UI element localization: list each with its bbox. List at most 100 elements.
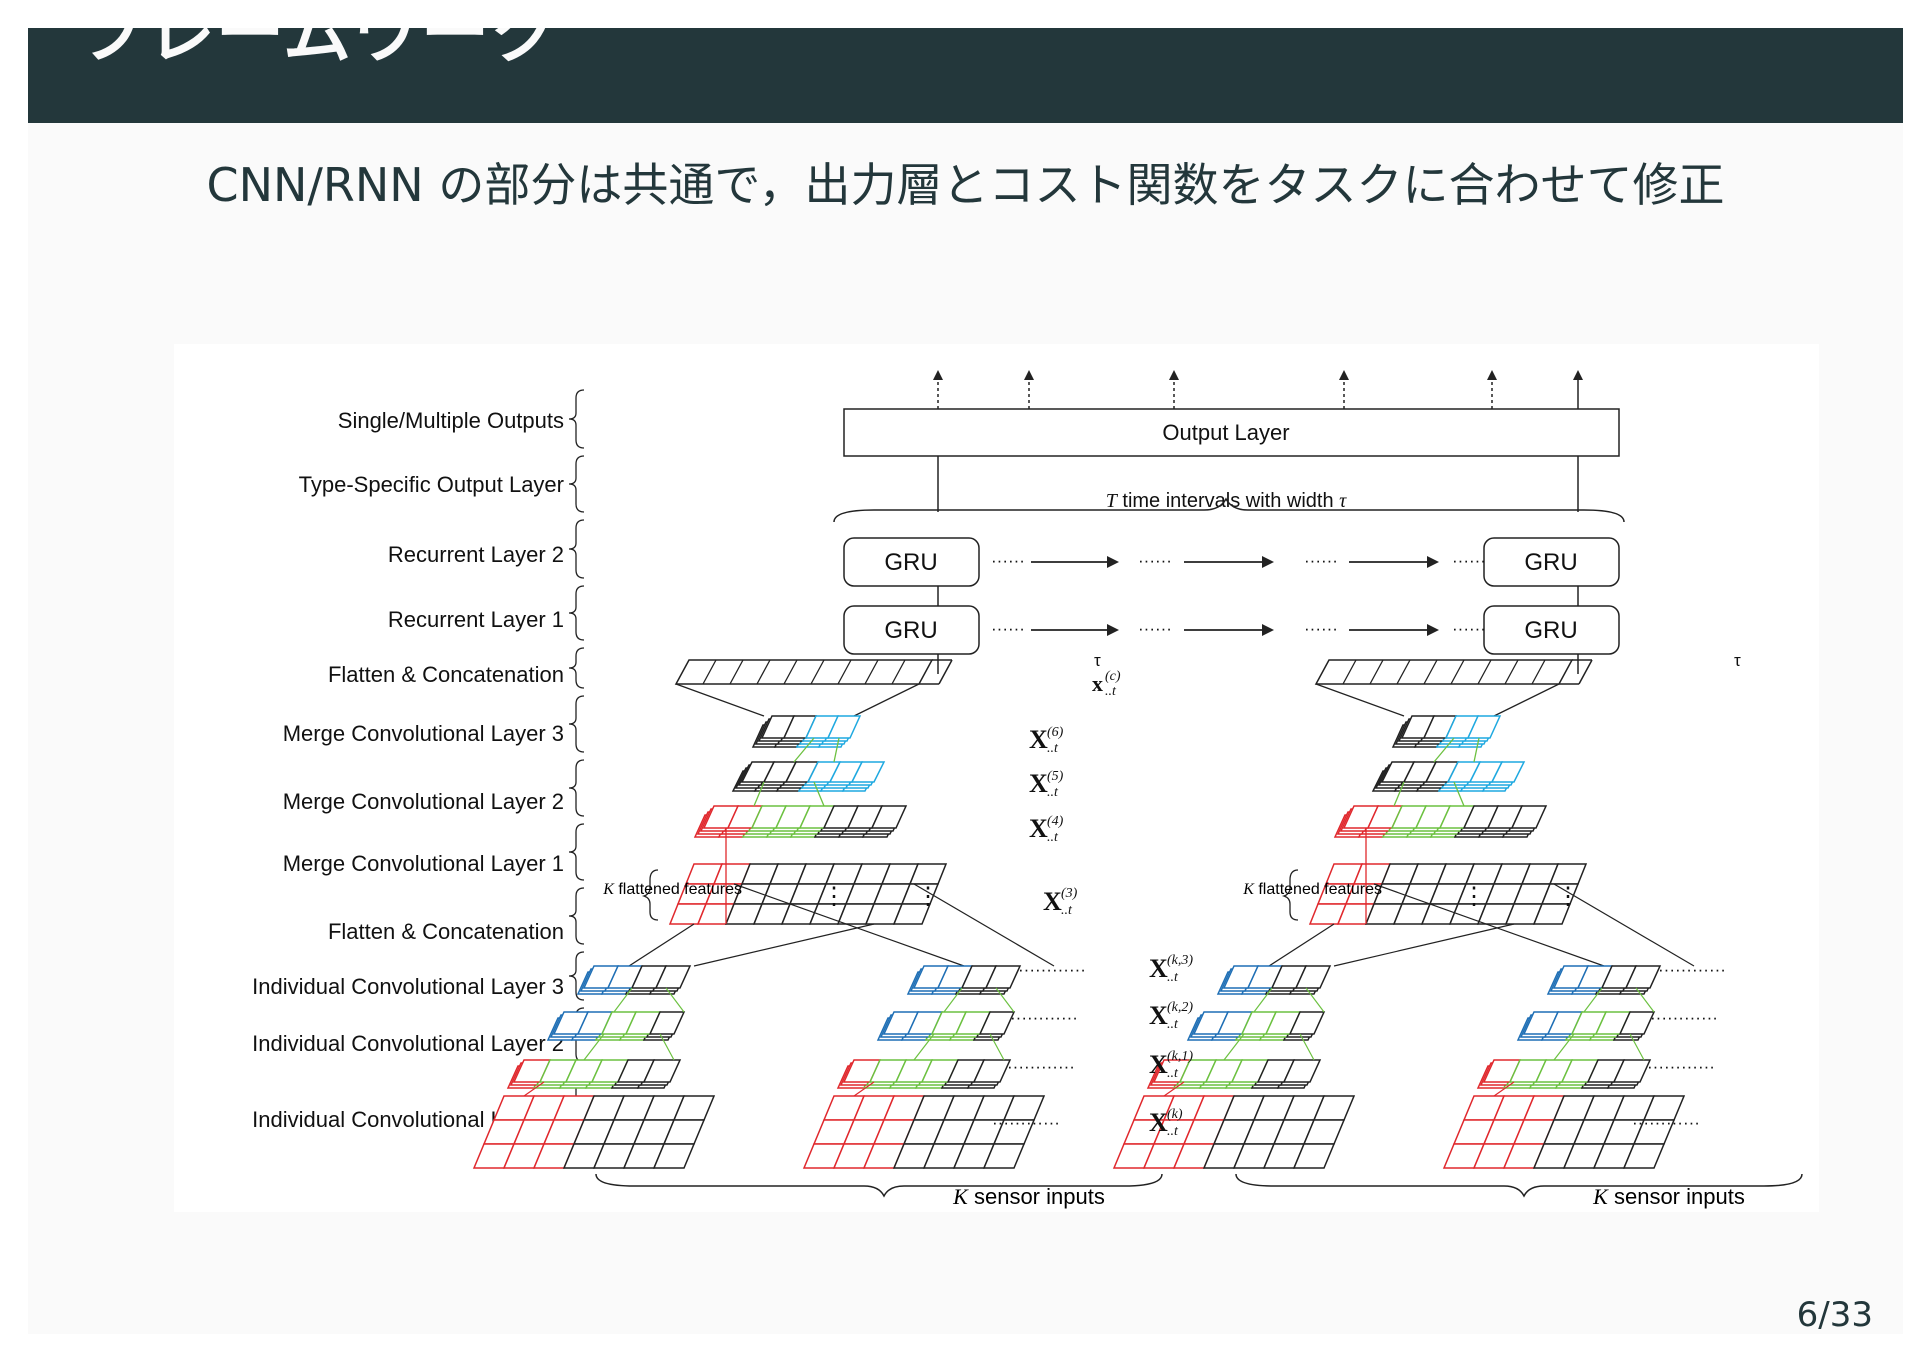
gru-rows: GRU GRU GRU GRU ······ ······ ······ ···… (843, 537, 1620, 674)
math-x-k-symbol: X (1149, 1108, 1168, 1137)
vertical-dots-left-a: ⋮ (822, 883, 846, 910)
right-m3-m2-a (1433, 737, 1455, 763)
right-branch-a-ind3-layer0-cell-0-3 (1294, 965, 1332, 989)
math-x-3-sub: ..t (1061, 903, 1073, 918)
right-cross-a (1268, 923, 1335, 967)
gru-dots-l2-d: ······ (1452, 551, 1486, 570)
left-branch-b-i3-i2-b (995, 987, 1015, 1013)
left-merge1-layer0-cell-0-7 (870, 805, 908, 829)
k-flattened-right-text: flattened features (1254, 881, 1382, 898)
right-cross-b (1373, 883, 1605, 967)
time-intervals-prefix: T (1106, 490, 1119, 512)
math-x-c-symbol: x (1092, 671, 1103, 696)
gru-label-l1-left: GRU (884, 617, 937, 644)
left-branch-b-ind1-cell-2-6 (982, 1143, 1026, 1169)
right-m2-m1-a (1393, 781, 1405, 807)
vertical-dots-right-a: ⋮ (1462, 883, 1486, 910)
left-flatten-top-div-1 (702, 659, 717, 685)
gru-arrow-head-1-0 (1107, 624, 1119, 636)
right-branch-a-i3-i2-a (1253, 987, 1273, 1013)
label-brace-4 (568, 647, 585, 689)
math-x-6-symbol: X (1029, 725, 1048, 754)
left-merge2-layer0-cell-0-5 (850, 761, 886, 783)
output-arrow-head-3 (1339, 370, 1349, 380)
output-layer-box (843, 408, 1620, 457)
dots-ind1b-right: ············ (1647, 1057, 1715, 1076)
right-flatten-top-div-3 (1396, 659, 1411, 685)
right-merge3-layer0-cell-0-3 (1466, 715, 1502, 739)
label-flatten-concatenation-top: Flatten & Concatenation (328, 662, 564, 687)
gru-dots-l1-d: ······ (1452, 619, 1486, 638)
right-branch-b-ind2-layer0-cell-0-4 (1618, 1011, 1656, 1035)
sensor-inputs-left: K sensor inputs (952, 1184, 1105, 1209)
left-branch-a-ind2-layer0-cell-0-4 (648, 1011, 686, 1035)
math-x-3: X (3) ..t (1043, 886, 1078, 918)
gru-label-l2-left: GRU (884, 549, 937, 576)
left-branch-b-i2-i1-b (989, 1033, 1005, 1061)
right-branch-a-i3-i2-b (1305, 987, 1325, 1013)
label-brace-8 (568, 887, 585, 945)
right-flatten-top-div-1 (1342, 659, 1357, 685)
left-cross-a (628, 923, 695, 967)
right-cross-d (1333, 923, 1515, 967)
math-x-c-sub: ..t (1105, 684, 1117, 699)
math-x-5-symbol: X (1029, 769, 1048, 798)
gru-arrow-head-0-2 (1427, 556, 1439, 568)
dots-ind2-right: ············ (1650, 1008, 1718, 1027)
gru-cell-l2-right (1483, 537, 1620, 587)
math-x-k2-sup: (k,2) (1167, 1000, 1193, 1015)
gru-dots-l1-a: ······ (991, 619, 1025, 638)
math-x-k3-sub: ..t (1167, 970, 1179, 985)
tau-label-left: τ (1094, 651, 1101, 670)
left-sensor-brace (595, 1173, 1163, 1198)
gru-label-l1-right: GRU (1524, 617, 1577, 644)
math-x-k-sub: ..t (1167, 1124, 1179, 1139)
gru-dots-l1-b: ······ (1138, 619, 1172, 638)
dots-ind2-left: ············ (1010, 1008, 1078, 1027)
right-sensor-brace (1235, 1173, 1803, 1198)
left-branch-a-ind1b-layer0-cell-0-5 (642, 1059, 682, 1083)
label-merge-conv-layer-1: Merge Convolutional Layer 1 (283, 851, 564, 876)
right-flatten-top-tail-b (1578, 659, 1593, 685)
annotations: τ τ K flattened features K flattened fea… (602, 651, 1745, 1209)
right-branch-b-i3-i2-a (1583, 987, 1603, 1013)
right-branch-a-ind1-cell-2-6 (1292, 1143, 1336, 1169)
sensor-inputs-left-text: sensor inputs (968, 1184, 1105, 1209)
left-branch-a-i1b-i1 (523, 1081, 545, 1097)
left-branch-b-i3-i2-a (943, 987, 963, 1013)
left-branch-a-ind1-cell-2-6 (652, 1143, 696, 1169)
time-intervals-tau: τ (1339, 490, 1347, 512)
math-x-k3: X (k,3) ..t (1149, 953, 1193, 985)
math-x-k2: X (k,2) ..t (1149, 1000, 1193, 1032)
right-branch-b-i3-i2-b (1635, 987, 1655, 1013)
sensor-inputs-right-k: K (1592, 1184, 1609, 1209)
right-cross-c (1553, 883, 1695, 967)
label-merge-conv-layer-3: Merge Convolutional Layer 3 (283, 721, 564, 746)
output-arrow-head-4 (1487, 370, 1497, 380)
right-branch-b-ind3-layer0-cell-0-3 (1624, 965, 1662, 989)
right-branch-a-i2-i1-b (1299, 1033, 1315, 1061)
math-x-5: X (5) ..t (1029, 769, 1064, 800)
right-flatten-top-div-2 (1369, 659, 1384, 685)
label-brace-6 (568, 759, 585, 817)
left-flatten-top-div-8 (891, 659, 906, 685)
label-brace-9 (568, 951, 585, 1001)
k-flattened-left-text: flattened features (614, 881, 742, 898)
slide-title: フレームワーク (78, 28, 559, 74)
right-flatten-top-div-8 (1531, 659, 1546, 685)
gru-arrow-head-0-1 (1262, 556, 1274, 568)
gru-cell-l1-right (1483, 605, 1620, 655)
left-m3-m2-a (793, 737, 815, 763)
gru-arrow-head-1-2 (1427, 624, 1439, 636)
sensor-inputs-right: K sensor inputs (1592, 1184, 1745, 1209)
left-flatten-top-tail-b (938, 659, 953, 685)
math-x-k1-sub: ..t (1167, 1066, 1179, 1081)
math-x-4-symbol: X (1029, 814, 1048, 843)
gru-arrows (1031, 556, 1439, 636)
output-arrow-head-5 (1573, 370, 1583, 380)
vertical-dots-left-b: ⋮ (916, 883, 940, 910)
label-flatten-concatenation-bottom: Flatten & Concatenation (328, 919, 564, 944)
label-individual-conv-layer-2: Individual Convolutional Layer 2 (252, 1031, 564, 1056)
dots-ind3-left: ············ (1018, 960, 1086, 979)
architecture-figure: Single/Multiple Outputs Type-Specific Ou… (174, 344, 1819, 1216)
